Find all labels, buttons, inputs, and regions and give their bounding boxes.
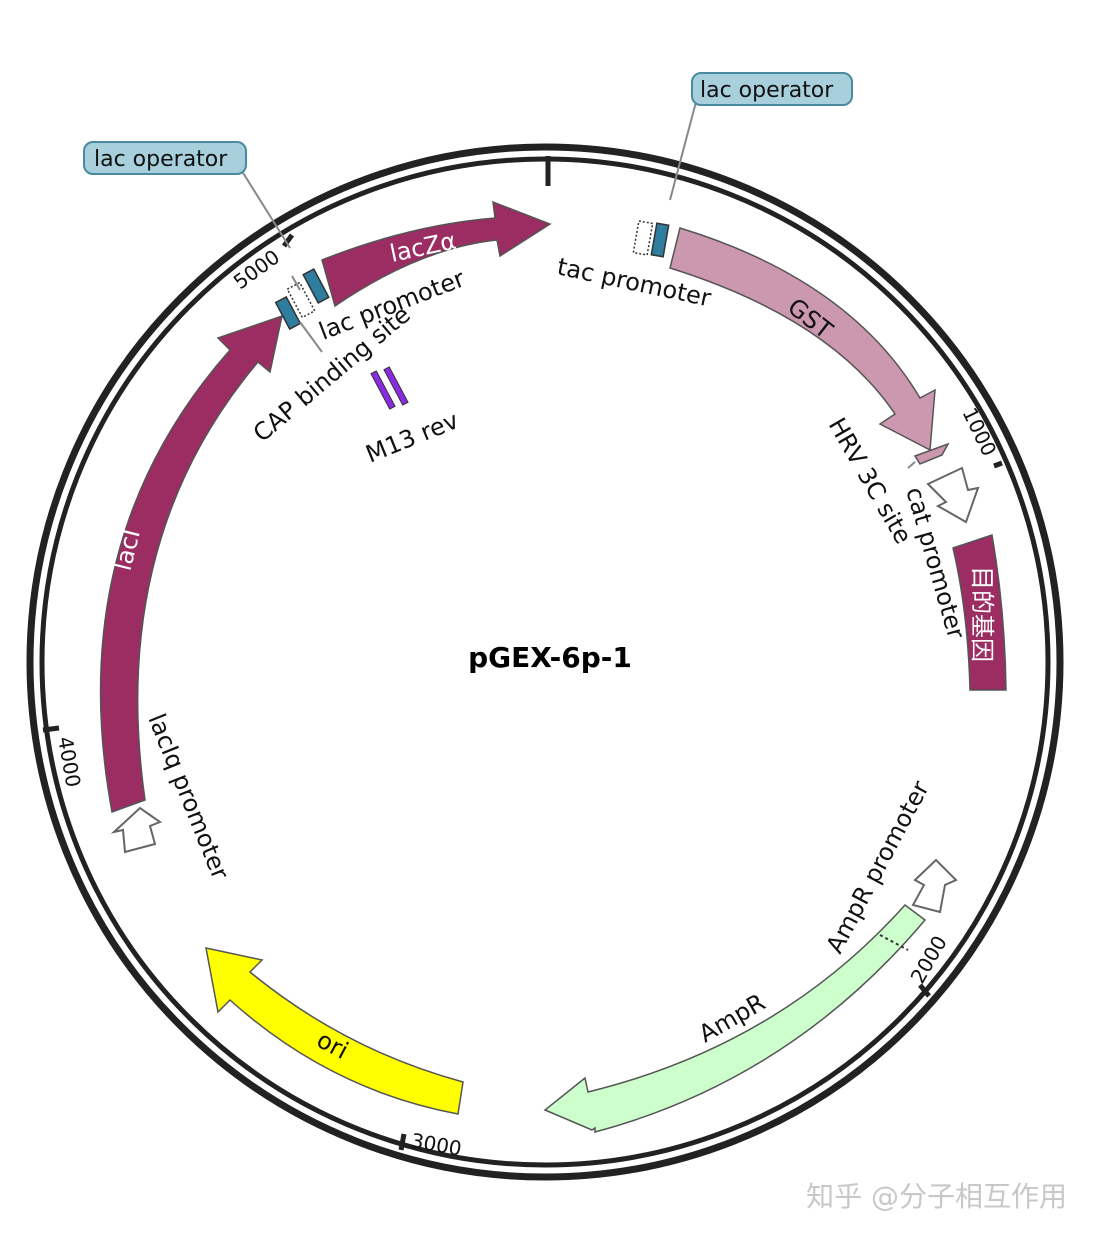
m13-rev-primer-b	[383, 366, 409, 406]
tick-label-2000: 2000	[906, 931, 952, 987]
left-operator-box-b	[302, 268, 330, 304]
watermark: 知乎 @分子相互作用	[806, 1180, 1067, 1213]
tick-5000-mark	[281, 233, 295, 248]
target-gene-feature	[952, 534, 1007, 691]
left-operator-box-a	[274, 295, 302, 331]
laciq-promoter-arrow	[110, 806, 163, 854]
laciq-promoter-label: lacIq promoter	[142, 710, 234, 884]
tick-label-3000: 3000	[409, 1128, 463, 1160]
cat-promoter-arrow	[926, 466, 980, 524]
ampr-promoter-label: AmpR promoter	[821, 776, 935, 958]
hrv-site-feature	[913, 442, 950, 465]
lac-promoter-leader	[291, 275, 301, 291]
hrv-site-leader	[907, 461, 916, 469]
lac-operator-right-label: lac operator	[700, 78, 834, 103]
tick-1000-mark	[993, 460, 1003, 469]
ampr-feature-arrow	[543, 903, 927, 1133]
plasmid-name: pGEX-6p-1	[468, 641, 632, 674]
m13-rev-label: M13 rev	[362, 406, 463, 468]
right-operator-leader	[669, 101, 697, 201]
backbone-inner-ring	[39, 156, 1051, 1168]
tick-4000-mark	[42, 725, 60, 733]
lacza-label: lacZα	[387, 227, 458, 268]
left-operator-leader	[239, 167, 291, 249]
lacza-feature-arrow	[321, 200, 552, 308]
right-operator-box	[650, 222, 670, 258]
m13-rev-primer-a	[370, 370, 396, 410]
ampr-promoter-arrow	[911, 858, 958, 914]
laci-feature-arrow	[99, 314, 284, 814]
ampr-divider	[879, 934, 909, 951]
backbone-outer-ring	[26, 143, 1064, 1181]
gst-feature-arrow	[669, 227, 936, 452]
lac-operator-left-label: lac operator	[94, 147, 228, 172]
right-promoter-dotted	[632, 220, 654, 256]
ori-feature-arrow	[205, 947, 464, 1115]
lac-operator-right-callout	[691, 72, 853, 106]
tick-2000-mark	[918, 983, 931, 998]
cap-site-leader	[299, 321, 323, 353]
tick-3000-mark	[398, 1133, 407, 1151]
lac-operator-left-callout	[83, 141, 247, 175]
left-promoter-dotted	[286, 281, 316, 319]
target-gene-label: 目的基因	[968, 566, 996, 662]
